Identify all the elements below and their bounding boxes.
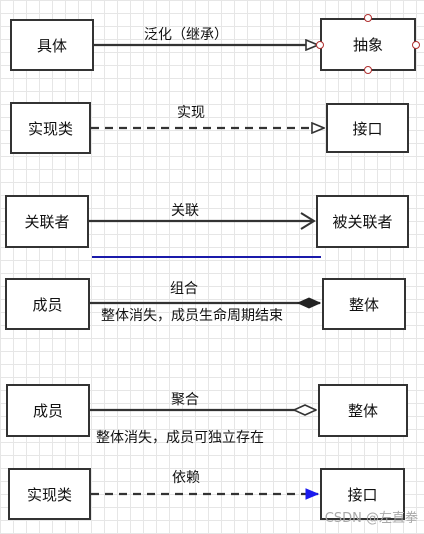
generalization-label: 泛化（继承） [144,27,228,43]
aggregation-member-label: 成员 [32,402,63,420]
dependent-class-box[interactable]: 实现类 [8,468,91,520]
composition-whole-box[interactable]: 整体 [322,278,406,330]
associator-label: 关联者 [24,213,70,231]
concrete-class-label: 具体 [36,36,67,55]
dependency-interface-label: 接口 [347,485,378,504]
aggregation-label: 聚合 [171,392,199,408]
dependency-label: 依赖 [172,470,200,486]
dependent-class-label: 实现类 [26,485,72,504]
composition-whole-label: 整体 [348,295,379,314]
associator-box[interactable]: 关联者 [5,195,89,248]
resize-handle-top[interactable] [364,14,372,22]
resize-handle-left[interactable] [316,41,324,49]
concrete-class-box[interactable]: 具体 [10,19,94,71]
aggregation-whole-box[interactable]: 整体 [318,384,408,437]
composition-label: 组合 [170,281,198,297]
abstract-class-box[interactable]: 抽象 [320,18,416,71]
composition-member-box[interactable]: 成员 [5,278,90,330]
implementation-class-box[interactable]: 实现类 [10,102,91,154]
interface-label: 接口 [352,119,383,138]
watermark: CSDN @左直拳 [324,511,418,526]
aggregation-note: 整体消失，成员可独立存在 [96,430,264,446]
composition-note: 整体消失，成员生命周期结束 [101,308,283,324]
association-label: 关联 [171,203,199,219]
associated-box[interactable]: 被关联者 [316,195,409,248]
implementation-class-label: 实现类 [27,119,73,138]
abstract-class-label: 抽象 [352,36,383,54]
resize-handle-bottom[interactable] [364,66,372,74]
resize-handle-right[interactable] [412,41,420,49]
aggregation-member-box[interactable]: 成员 [6,384,90,437]
associated-label: 被关联者 [332,213,393,231]
realization-label: 实现 [177,105,205,121]
composition-member-label: 成员 [32,295,63,314]
dependency-interface-box[interactable]: 接口 [320,468,405,520]
aggregation-whole-label: 整体 [347,402,378,420]
interface-box[interactable]: 接口 [326,103,409,153]
